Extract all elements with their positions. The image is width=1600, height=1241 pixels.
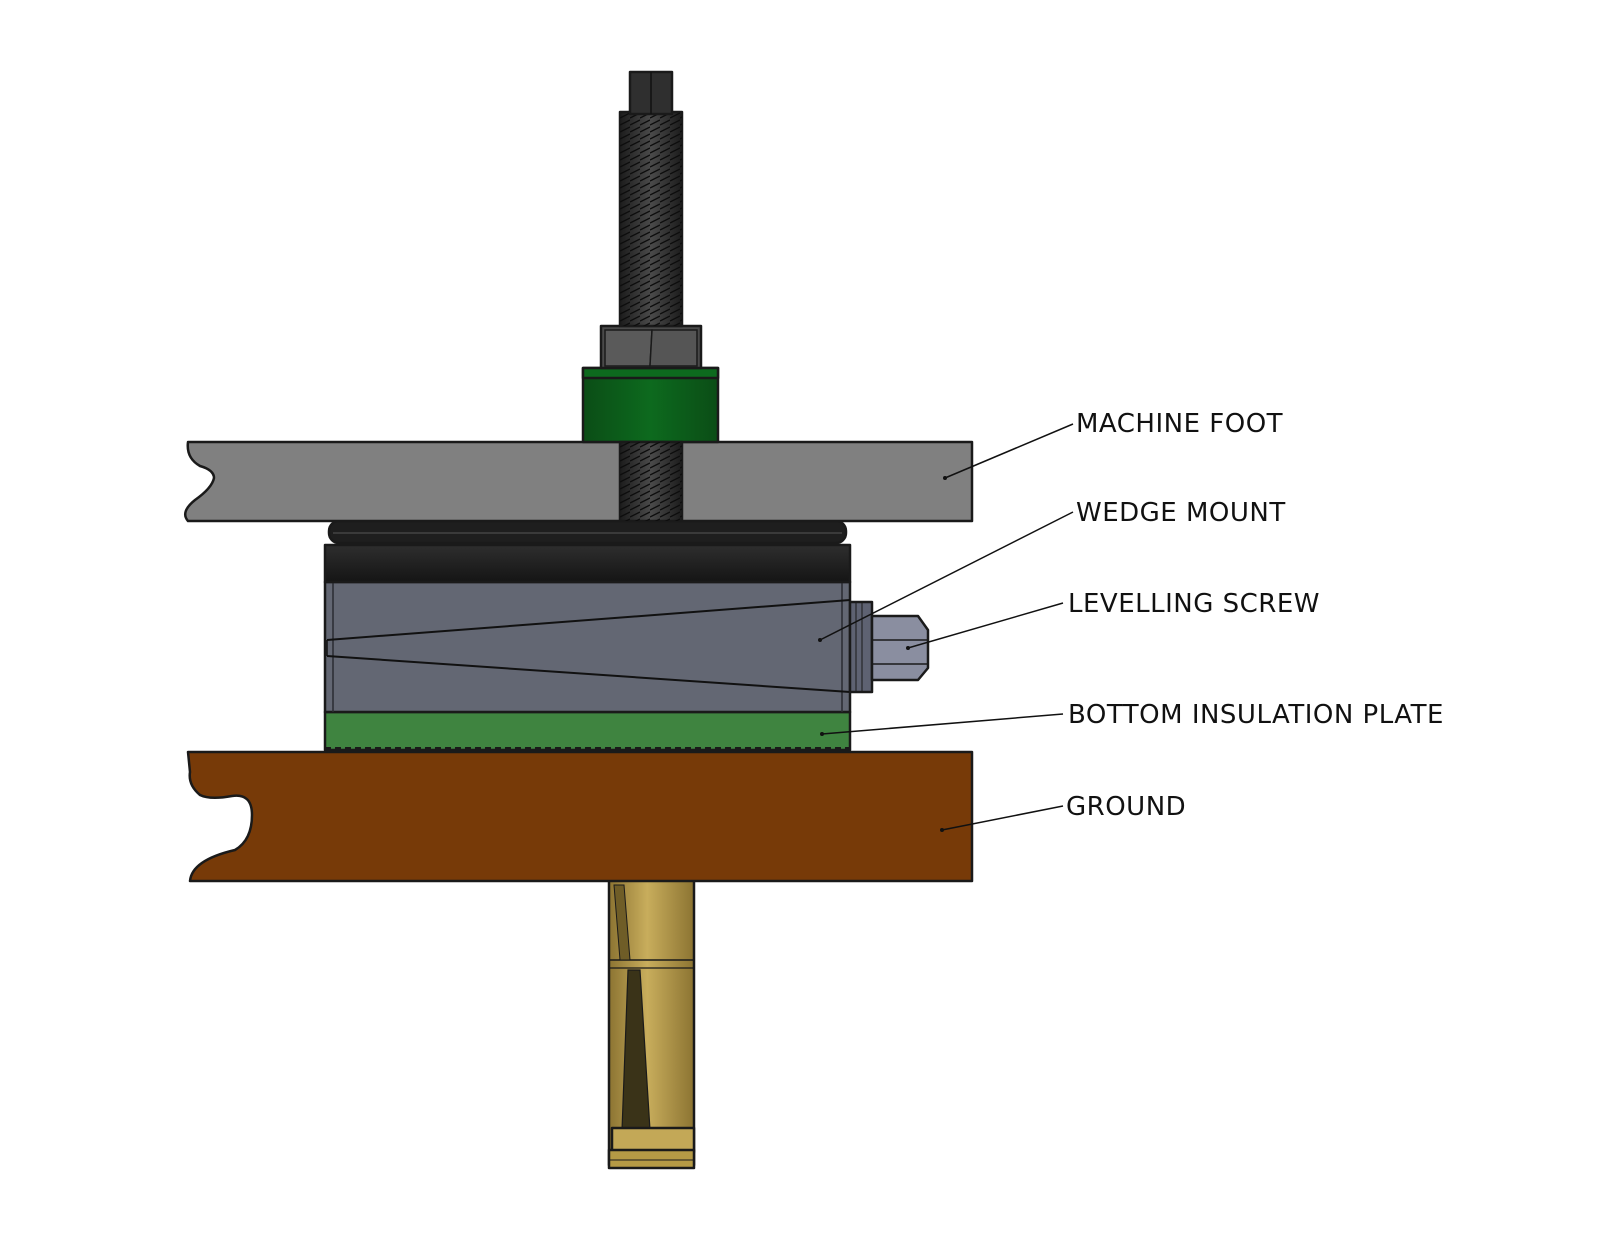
label-wedge-mount: WEDGE MOUNT <box>1076 498 1286 528</box>
machine-foot-plate <box>183 440 974 523</box>
levelling-screw <box>848 600 930 694</box>
anchor-bolt <box>607 878 696 1170</box>
callout-leaders <box>818 423 1074 832</box>
hex-nuts <box>599 324 703 370</box>
ground-slab <box>186 750 974 883</box>
label-machine-foot: MACHINE FOOT <box>1076 409 1283 439</box>
top-pad <box>323 519 852 584</box>
bottom-insulation-plate <box>323 710 852 752</box>
wedge-mount-body <box>323 580 852 714</box>
threaded-stud <box>618 70 684 523</box>
label-bottom-insulation-plate: BOTTOM INSULATION PLATE <box>1068 700 1444 730</box>
label-ground: GROUND <box>1066 792 1186 822</box>
label-levelling-screw: LEVELLING SCREW <box>1068 589 1320 619</box>
